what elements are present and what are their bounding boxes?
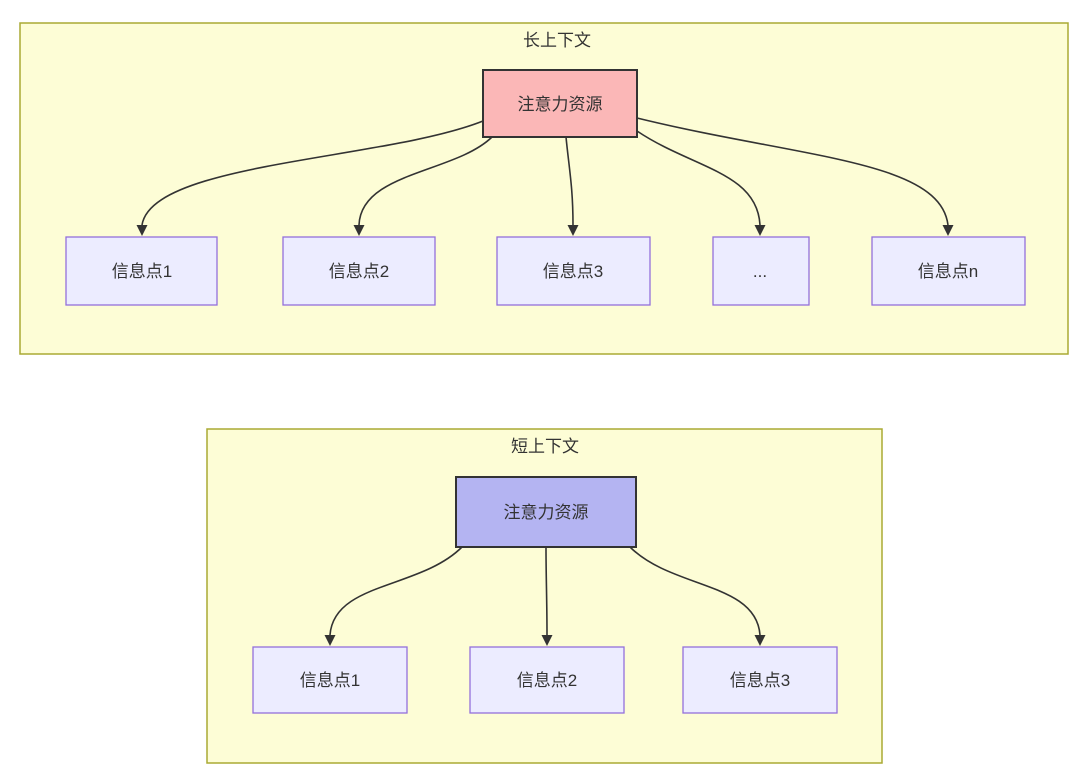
info-node-short-3-box bbox=[682, 646, 838, 714]
info-node-short-1-box bbox=[252, 646, 408, 714]
attention-source-long-box bbox=[482, 69, 638, 138]
edge-short-1 bbox=[329, 546, 463, 636]
edge-long-4 bbox=[636, 130, 761, 226]
panel-long-context-title: 长上下文 bbox=[523, 31, 591, 50]
attention-source-short-label: 注意力资源 bbox=[504, 503, 589, 522]
attention-source-long-label: 注意力资源 bbox=[518, 95, 603, 114]
info-node-short-1-label: 信息点1 bbox=[300, 671, 360, 690]
arrowhead-icon bbox=[754, 225, 766, 236]
arrowhead-icon bbox=[324, 635, 336, 646]
edge-short-3 bbox=[629, 546, 761, 636]
info-node-long-3-box bbox=[496, 236, 651, 306]
info-node-long-2-label: 信息点2 bbox=[329, 262, 389, 281]
info-node-long-2-box bbox=[282, 236, 436, 306]
arrowhead-icon bbox=[754, 635, 766, 646]
info-nodes-short: 信息点1 信息点2 信息点3 bbox=[252, 646, 838, 714]
info-node-long-n-label: 信息点n bbox=[918, 262, 978, 281]
edge-long-2 bbox=[358, 136, 493, 226]
info-node-long-3-label: 信息点3 bbox=[543, 262, 603, 281]
info-node-short-3-label: 信息点3 bbox=[730, 671, 790, 690]
arrowhead-icon bbox=[942, 225, 954, 236]
info-node-long-ellipsis-box bbox=[712, 236, 810, 306]
info-nodes-long: 信息点1 信息点2 信息点3 ... 信息点n bbox=[65, 236, 1026, 306]
edge-short-2 bbox=[545, 546, 548, 636]
edge-long-5 bbox=[636, 117, 949, 226]
attention-source-short-box bbox=[455, 476, 637, 548]
info-node-long-ellipsis-label: ... bbox=[753, 262, 767, 281]
info-node-short-2-label: 信息点2 bbox=[517, 671, 577, 690]
arrowhead-icon bbox=[353, 225, 365, 236]
panel-short-context: 短上下文 注意力资源 信息点1 信息点2 信息点3 bbox=[206, 428, 883, 764]
info-node-long-1-box bbox=[65, 236, 218, 306]
edges-long-context bbox=[136, 117, 954, 236]
edges-short-context bbox=[324, 546, 766, 646]
info-node-long-1-label: 信息点1 bbox=[112, 262, 172, 281]
edge-long-1 bbox=[141, 120, 484, 226]
panel-short-context-title: 短上下文 bbox=[511, 437, 579, 456]
info-node-long-n-box bbox=[871, 236, 1026, 306]
arrowhead-icon bbox=[136, 225, 148, 236]
panel-long-context: 长上下文 注意力资源 信息点1 信息点2 信息点3 ... bbox=[19, 22, 1069, 355]
arrowhead-icon bbox=[567, 225, 579, 236]
info-node-short-2-box bbox=[469, 646, 625, 714]
edge-long-3 bbox=[565, 136, 574, 226]
arrowhead-icon bbox=[541, 635, 553, 646]
